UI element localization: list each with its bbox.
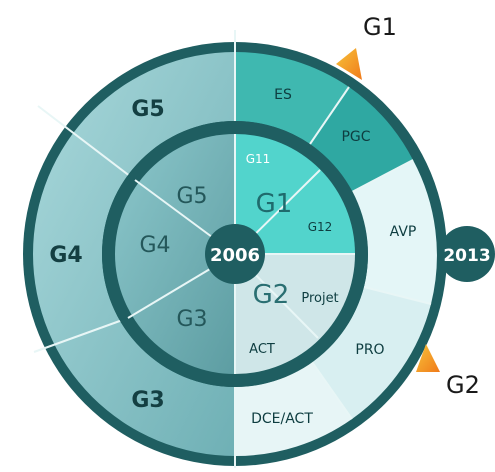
outer-separator — [309, 86, 350, 145]
g2-marker-triangle — [416, 344, 440, 372]
inner-label-g12: G12 — [308, 220, 333, 234]
outer-separator — [33, 317, 129, 353]
outer-label-dce-act: DCE/ACT — [251, 411, 313, 427]
end-badge-circle — [439, 226, 495, 282]
outer-segment-pgc — [310, 87, 413, 192]
outer-label-g4: G4 — [49, 243, 82, 268]
g1-marker-label: G1 — [363, 13, 397, 41]
inner-label-act: ACT — [249, 342, 275, 357]
g1-marker-triangle — [336, 48, 362, 80]
center-circle — [205, 224, 265, 284]
outer-separator — [37, 105, 136, 181]
inner-label-g5: G5 — [176, 184, 207, 209]
outer-label-g3: G3 — [131, 388, 164, 413]
inner-label-g2: G2 — [253, 280, 290, 310]
inner-segment-left — [115, 134, 235, 374]
inner-label-g11: G11 — [246, 152, 271, 166]
outer-segment-left — [33, 52, 235, 456]
outer-separator — [311, 361, 353, 420]
outer-separator — [363, 286, 432, 305]
outer-segment-avp — [352, 160, 437, 304]
outer-label-pgc: PGC — [341, 129, 370, 145]
end-badge-label: 2013 — [443, 246, 490, 266]
outer-separator — [351, 159, 414, 193]
outer-label-es: ES — [274, 87, 292, 103]
outer-segment-dce-act — [235, 362, 352, 457]
inner-label-g3: G3 — [176, 307, 207, 332]
outer-label-g5: G5 — [131, 97, 164, 122]
outer-label-avp: AVP — [390, 224, 417, 240]
g2-marker-label: G2 — [446, 371, 480, 399]
outer-segment-pro — [312, 287, 431, 419]
outer-label-pro: PRO — [355, 342, 384, 358]
inner-label-projet: Projet — [301, 291, 338, 306]
inner-label-g1: G1 — [256, 189, 293, 219]
inner-label-g4: G4 — [139, 233, 170, 258]
outer-segment-es — [235, 51, 349, 144]
center-label: 2006 — [210, 245, 260, 266]
